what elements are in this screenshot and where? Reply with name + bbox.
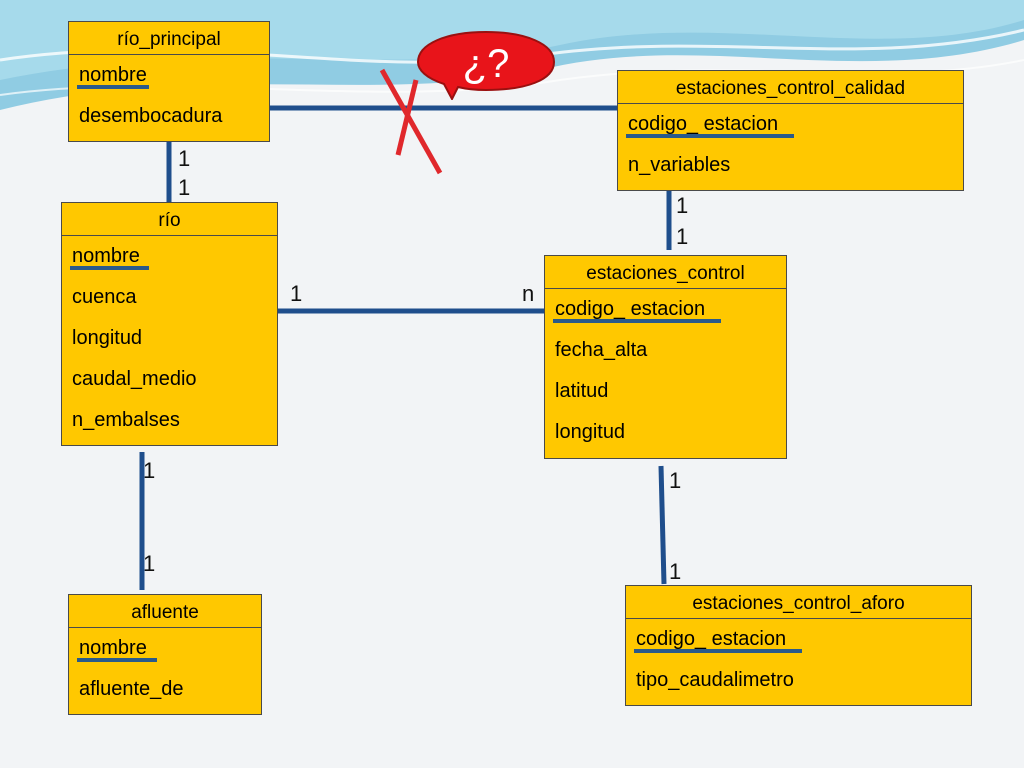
cardinality-label: 1 [143, 551, 156, 576]
attr-primary-key: codigo_ estacion [618, 104, 963, 145]
cardinality-label: 1 [178, 146, 191, 171]
attr: desembocadura [79, 105, 223, 127]
cardinality-label: n [522, 281, 535, 306]
entity-afluente[interactable]: afluente nombre afluente_de [68, 594, 262, 715]
cardinality-label: 1 [676, 193, 689, 218]
cardinality-label: 1 [178, 175, 191, 200]
attr: longitud [72, 327, 143, 349]
attr: n_embalses [72, 409, 180, 431]
entity-rio[interactable]: río nombre cuenca longitud caudal_medio … [61, 202, 278, 446]
attr-primary-key: codigo_ estacion [545, 289, 786, 330]
cardinality-label: 1 [143, 458, 156, 483]
attr: cuenca [72, 286, 137, 308]
entity-title: río_principal [69, 22, 269, 55]
entity-title: estaciones_control_aforo [626, 586, 971, 619]
attr: fecha_alta [555, 339, 648, 361]
attr: latitud [555, 380, 609, 402]
attr: longitud [555, 421, 626, 443]
entity-estaciones-control[interactable]: estaciones_control codigo_ estacion fech… [544, 255, 787, 459]
attr: n_variables [628, 154, 731, 176]
entity-title: afluente [69, 595, 261, 628]
attr-primary-key: nombre [69, 55, 269, 96]
attr: tipo_caudalimetro [636, 669, 794, 691]
entity-title: estaciones_control [545, 256, 786, 289]
cardinality-label: 1 [669, 559, 682, 584]
entity-title: río [62, 203, 277, 236]
attr-primary-key: nombre [62, 236, 277, 277]
cardinality-label: 1 [669, 468, 682, 493]
speech-bubble-icon [416, 30, 556, 100]
attr: caudal_medio [72, 368, 197, 390]
cardinality-label: 1 [290, 281, 303, 306]
line-estaciones-aforo [658, 465, 667, 585]
attr-primary-key: nombre [69, 628, 261, 669]
entity-estaciones-control-calidad[interactable]: estaciones_control_calidad codigo_ estac… [617, 70, 964, 191]
attr-primary-key: codigo_ estacion [626, 619, 971, 660]
attr: afluente_de [79, 678, 184, 700]
entity-estaciones-control-aforo[interactable]: estaciones_control_aforo codigo_ estacio… [625, 585, 972, 706]
callout-text: ¿? [462, 42, 510, 86]
cross-mark-icon [379, 68, 443, 175]
entity-title: estaciones_control_calidad [618, 71, 963, 104]
entity-rio-principal[interactable]: río_principal nombre desembocadura [68, 21, 270, 142]
cardinality-label: 1 [676, 224, 689, 249]
